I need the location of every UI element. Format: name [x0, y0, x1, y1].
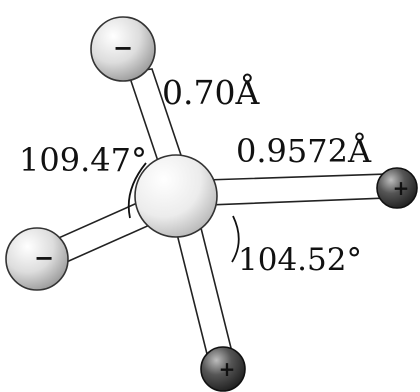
angle-arc-109 — [127, 162, 147, 219]
positive-sign-right: + — [393, 176, 410, 200]
negative-sign-top: − — [113, 34, 133, 62]
angle-arc-104 — [231, 215, 240, 263]
positive-atom-bottom — [200, 346, 246, 392]
negative-sign-left: − — [34, 244, 54, 272]
angle-label-104: 104.52° — [238, 242, 362, 278]
positive-atom-right — [376, 167, 418, 209]
bond-right — [205, 173, 389, 206]
bond-length-positive-label: 0.9572Å — [236, 132, 372, 170]
bond-length-negative-label: 0.70Å — [162, 72, 260, 112]
angle-label-109: 109.47° — [19, 141, 147, 179]
positive-sign-bottom: + — [219, 357, 236, 381]
negative-atom-top — [90, 16, 156, 82]
negative-atom-left — [5, 227, 69, 291]
bond-bottom — [172, 219, 236, 363]
center-atom — [134, 154, 218, 238]
bonds — [53, 68, 389, 363]
